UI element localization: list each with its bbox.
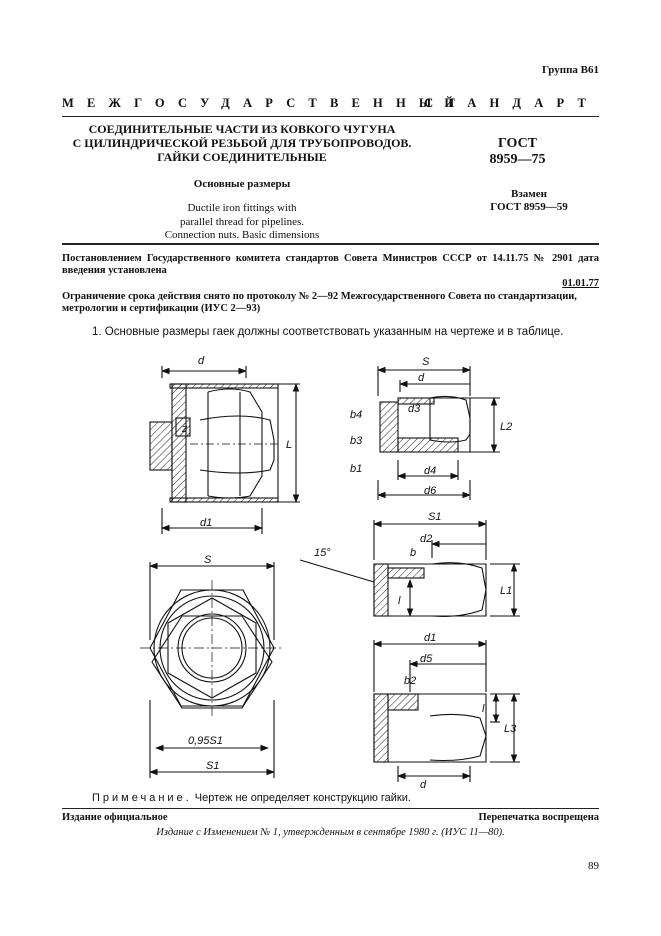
label-d1-right: d1 <box>424 632 436 644</box>
label-b4: b4 <box>350 409 362 421</box>
standard-code-line-1: ГОСТ <box>497 136 538 151</box>
official-edition: Издание официальное <box>62 812 168 823</box>
label-angle: 15° <box>314 547 331 559</box>
label-L2: L2 <box>500 421 512 433</box>
title-line-2: С ЦИЛИНДРИЧЕСКОЙ РЕЗЬБОЙ ДЛЯ ТРУБОПРОВОД… <box>72 136 412 150</box>
drawing-note: Примечание. Чертеж не определяет констру… <box>92 792 411 804</box>
label-L1: L1 <box>500 585 512 597</box>
title-line-1: СОЕДИНИТЕЛЬНЫЕ ЧАСТИ ИЗ КОВКОГО ЧУГУНА <box>88 122 396 136</box>
document-title: СОЕДИНИТЕЛЬНЫЕ ЧАСТИ ИЗ КОВКОГО ЧУГУНА С… <box>62 122 422 164</box>
label-d-right: d <box>418 372 425 384</box>
standard-banner-right: СТАНДАРТ <box>424 96 599 110</box>
label-d4: d4 <box>424 465 436 477</box>
divider-top <box>62 116 599 117</box>
standard-code-line-2: 8959—75 <box>489 152 546 167</box>
label-L: L <box>286 439 292 451</box>
label-L3: L3 <box>504 723 517 735</box>
label-d1-left: d1 <box>200 517 212 529</box>
label-S-top: S <box>422 356 430 368</box>
document-subtitle: Основные размеры <box>193 178 291 190</box>
label-l-bottom: l <box>482 703 485 715</box>
replaces-line-1: Взамен <box>511 188 547 200</box>
label-d2: d2 <box>420 533 432 545</box>
standard-banner-left: МЕЖГОСУДАРСТВЕННЫЙ <box>62 96 468 110</box>
group-code: Группа В61 <box>541 64 599 76</box>
label-d-bottom: d <box>420 779 427 791</box>
english-line-1: Ductile iron fittings with <box>187 202 297 214</box>
reprint-notice: Перепечатка воспрещена <box>478 812 599 823</box>
nut-detail-view-middle <box>299 520 520 618</box>
limit-text: Ограничение срока действия снято по прот… <box>62 291 577 314</box>
effective-date: 01.01.77 <box>562 278 599 289</box>
standard-code: ГОСТ 8959—75 <box>470 136 565 168</box>
label-S-hex: S <box>204 554 212 566</box>
label-l-middle: l <box>398 595 401 607</box>
decree-text: Постановлением Государственного комитета… <box>62 253 599 276</box>
title-line-3: ГАЙКИ СОЕДИНИТЕЛЬНЫЕ <box>157 150 327 164</box>
replaces-standard: Взамен ГОСТ 8959—59 <box>470 188 588 214</box>
edition-note: Издание с Изменением № 1, утвержденным в… <box>156 827 505 838</box>
replaces-line-2: ГОСТ 8959—59 <box>490 201 568 213</box>
nut-detail-view-bottom <box>372 640 520 782</box>
label-S1-middle: S1 <box>428 511 441 523</box>
english-line-3: Connection nuts. Basic dimensions <box>164 229 320 241</box>
label-b3: b3 <box>350 435 363 447</box>
nut-hexagon-view <box>140 562 284 778</box>
label-d5: d5 <box>420 653 433 665</box>
divider-footer <box>62 808 599 809</box>
paragraph-1: 1. Основные размеры гаек должны соответс… <box>92 326 564 338</box>
english-line-2: parallel thread for pipelines. <box>179 215 304 228</box>
note-text: Чертеж не определяет конструкцию гайки. <box>191 792 411 804</box>
label-d-top: d <box>198 355 205 367</box>
divider-header <box>62 243 599 245</box>
label-b: b <box>410 547 416 559</box>
label-095S1: 0,95S1 <box>188 735 223 747</box>
label-S1-hex: S1 <box>206 760 219 772</box>
page-number: 89 <box>588 860 599 872</box>
label-d6: d6 <box>424 485 437 497</box>
label-b2: b2 <box>404 675 416 687</box>
nut-detail-view-top <box>376 366 500 500</box>
english-title: Ductile iron fittings with parallel thre… <box>62 202 422 243</box>
note-label: Примечание. <box>92 792 192 804</box>
nut-section-view <box>149 366 300 534</box>
label-d3: d3 <box>408 403 421 415</box>
label-b1: b1 <box>350 463 362 475</box>
label-z: z <box>181 423 188 435</box>
